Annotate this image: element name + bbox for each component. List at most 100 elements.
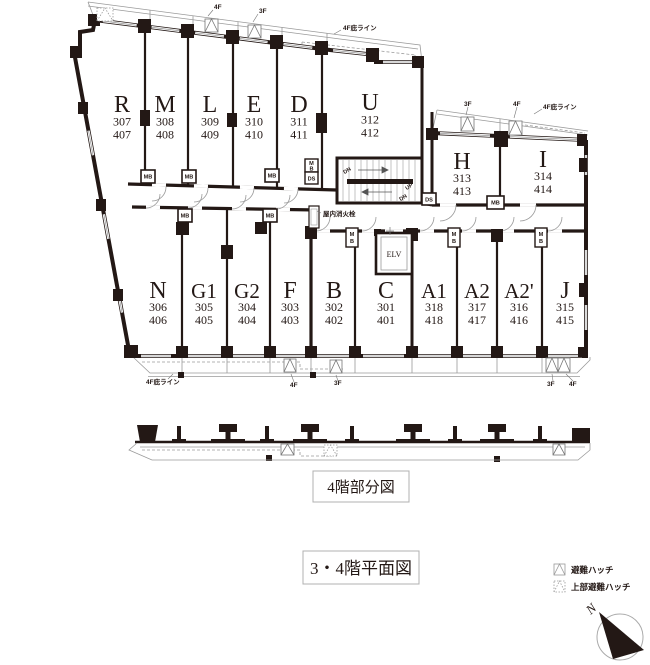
unit-label-L: L 309 409 — [201, 92, 219, 142]
unit-name: H — [453, 149, 470, 175]
unit-room3: 303 — [281, 300, 299, 314]
unit-label-A2: A2 317 417 — [464, 279, 490, 327]
unit-name: G1 — [191, 279, 217, 303]
unit-name: F — [283, 278, 296, 304]
unit-room3: 315 — [556, 300, 574, 314]
mb-box: MB — [264, 168, 280, 183]
hatch-icon — [545, 356, 559, 373]
unit-name: U — [361, 90, 378, 116]
unit-room4: 411 — [290, 128, 308, 142]
unit-name: C — [378, 278, 394, 304]
hatch-icon — [247, 24, 262, 39]
mb-box: MB — [140, 169, 156, 184]
fire-hydrant: 屋内消火栓 — [308, 205, 356, 229]
unit-name: E — [247, 92, 262, 118]
legend: 避難ハッチ 上部避難ハッチ — [553, 563, 631, 593]
title-box: 3・4階平面図 — [302, 550, 420, 585]
unit-room4: 408 — [156, 128, 174, 142]
mb-stack: M B — [447, 227, 461, 248]
mb-stack: M B — [345, 227, 359, 248]
unit-room4: 417 — [468, 313, 486, 327]
unit-name: A1 — [421, 279, 447, 303]
elevator-label: ELV — [387, 250, 402, 259]
unit-room4: 413 — [453, 184, 471, 198]
mb-label: MB — [144, 175, 153, 181]
label-4f: 4F — [569, 381, 577, 388]
mb-label: MB — [491, 201, 500, 207]
unit-label-B: B 302 402 — [325, 278, 343, 327]
mb-m-label: M — [452, 232, 457, 238]
mb-m-label: M — [309, 161, 314, 167]
unit-room4: 405 — [195, 313, 213, 327]
unit-name: A2 — [464, 279, 490, 303]
mb-box: MB — [177, 208, 193, 223]
mb-stack: M B — [534, 227, 548, 248]
windows — [72, 18, 588, 358]
unit-room4: 404 — [238, 313, 256, 327]
columns — [70, 14, 588, 358]
legend-upper-hatch-icon — [553, 580, 566, 593]
label-4f: 4F — [214, 4, 222, 11]
unit-room3: 312 — [361, 113, 379, 127]
elevator: ELV — [374, 227, 414, 276]
upper-hatch-icon — [96, 7, 114, 22]
page-title: 3・4階平面図 — [310, 559, 412, 578]
hatch-icon — [204, 18, 219, 33]
label-3f: 3F — [464, 101, 472, 108]
unit-labels: R 307 407 M 308 408 L 309 409 E 310 410 … — [113, 90, 574, 327]
unit-room3: 311 — [290, 115, 308, 129]
unit-room4: 414 — [534, 182, 552, 196]
mb-box: MB — [181, 169, 197, 184]
mb-m-label: M — [350, 232, 355, 238]
label-3f: 3F — [334, 380, 342, 387]
stairs: DN UP DN — [335, 156, 424, 205]
unit-name: R — [114, 92, 130, 118]
unit-room3: 305 — [195, 300, 213, 314]
unit-name: J — [560, 278, 569, 304]
unit-name: L — [203, 92, 218, 118]
unit-label-F: F 303 403 — [281, 278, 299, 327]
unit-room4: 415 — [556, 313, 574, 327]
unit-label-H: H 313 413 — [453, 149, 471, 198]
unit-label-U: U 312 412 — [361, 90, 379, 140]
unit-name: A2' — [504, 279, 533, 303]
unit-room3: 308 — [156, 115, 174, 129]
north-arrow: N — [582, 599, 644, 661]
unit-room3: 309 — [201, 115, 219, 129]
mb-b-label: B — [309, 167, 313, 173]
mb-label: MB — [266, 214, 275, 220]
mb-label: MB — [185, 175, 194, 181]
unit-room3: 306 — [149, 300, 167, 314]
unit-label-G2: G2 304 404 — [234, 279, 260, 327]
legend-upper-evacuation-hatch: 上部避難ハッチ — [571, 582, 631, 592]
mb-b-label: B — [452, 239, 456, 245]
unit-label-N: N 306 406 — [149, 278, 167, 327]
door-gaps — [127, 182, 588, 233]
bottom-balcony — [132, 356, 591, 378]
unit-room3: 314 — [534, 169, 552, 183]
unit-room3: 316 — [510, 300, 528, 314]
mb-ds-stack: M B DS — [304, 158, 319, 185]
label-3f: 3F — [547, 381, 555, 388]
unit-room3: 304 — [238, 300, 256, 314]
mb-box: MB — [262, 208, 278, 223]
unit-room4: 416 — [510, 313, 528, 327]
unit-room4: 406 — [149, 313, 167, 327]
annotations: 4F 3F 4F庇ライン 3F 4F 4F庇ライン 4F庇ライン 4F 3F 3… — [146, 4, 577, 389]
unit-room3: 301 — [377, 300, 395, 314]
label-4f-eaves: 4F庇ライン — [343, 23, 377, 32]
unit-name: G2 — [234, 279, 260, 303]
unit-room4: 401 — [377, 313, 395, 327]
legend-evacuation-hatch: 避難ハッチ — [571, 565, 614, 575]
mb-box: MB — [486, 195, 505, 210]
stair-up-label: UP — [405, 182, 415, 191]
unit-room4: 403 — [281, 313, 299, 327]
unit-label-R: R 307 407 — [113, 92, 131, 142]
meter-boxes: MB MB MB MB MB MB M B DS DS — [140, 158, 548, 248]
unit-room3: 317 — [468, 300, 486, 314]
evacuation-hatches — [96, 7, 571, 374]
stair-dn-label: DN — [342, 166, 352, 175]
unit-label-A2-prime: A2' 316 416 — [504, 279, 533, 327]
hatch-icon — [460, 116, 475, 132]
